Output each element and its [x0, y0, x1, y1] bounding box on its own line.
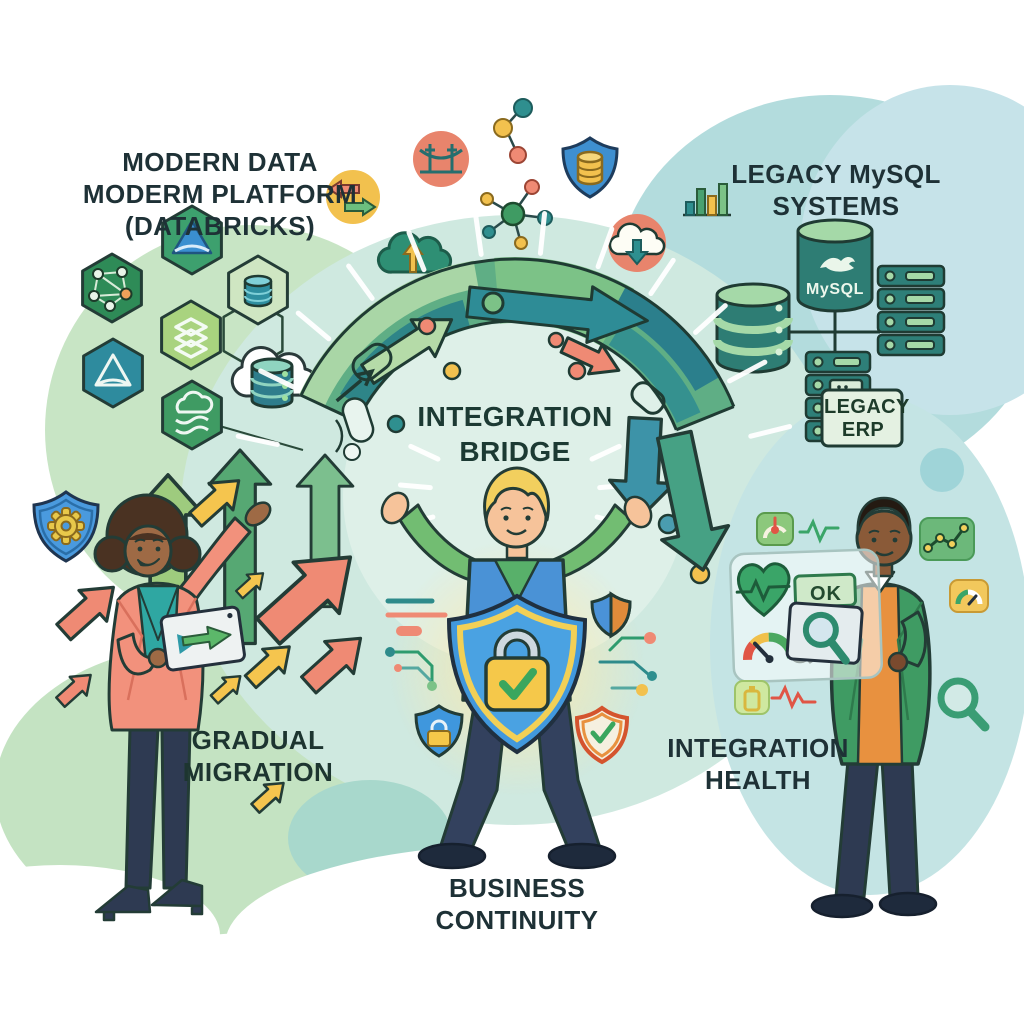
hand	[887, 651, 909, 673]
security-details	[385, 591, 657, 765]
line-chart-icon	[919, 517, 975, 561]
magnifier-tablet	[785, 601, 864, 665]
legacy-systems-label: LEGACY MySQL SYSTEMS	[731, 159, 941, 222]
health-icons	[734, 512, 990, 732]
gear-glyph	[47, 507, 85, 545]
mysql-dolphin-logo	[820, 256, 855, 272]
legacy-erp-label: LEGACY ERP	[824, 396, 910, 441]
hexagon-database-icon	[227, 254, 289, 326]
arch-big-arrow	[465, 285, 649, 344]
arch-salmon-arrow	[547, 331, 621, 376]
check-mark	[499, 668, 537, 700]
big-lock-shield	[446, 593, 588, 755]
pointing-hand	[244, 501, 272, 527]
modern-platform-line1: MODERN DATA	[122, 147, 318, 177]
integration-health-label: INTEGRATION HEALTH	[667, 733, 849, 796]
modern-platform-line3: (DATABRICKS)	[124, 211, 316, 242]
heart-pulse-icon	[735, 562, 791, 618]
share-nodes-icon	[493, 98, 533, 164]
legacy-systems-cluster	[713, 218, 946, 448]
migration-arrows	[55, 479, 363, 814]
legacy-erp-card	[820, 378, 904, 448]
center-figure	[380, 466, 653, 870]
arch-circuit-details	[334, 291, 711, 585]
hand	[380, 491, 410, 525]
split-shield-icon	[590, 591, 632, 639]
check-shield-icon	[574, 705, 630, 765]
hexagon-triangle-outline-icon	[82, 337, 144, 409]
mysql-label: MySQL	[805, 281, 865, 298]
down-arrows	[607, 415, 731, 572]
shoe	[878, 891, 938, 917]
ecg-line-green-icon	[798, 518, 840, 544]
tablet-arrow	[181, 625, 232, 650]
ok-badge-label: OK	[810, 583, 842, 605]
thermometer-icon	[756, 512, 794, 546]
hexagon-triangle-logo	[161, 204, 223, 276]
shoe	[417, 842, 487, 870]
padlock	[484, 628, 550, 712]
hair	[856, 496, 912, 536]
circuit-traces-left	[385, 598, 448, 691]
battery-icon	[734, 680, 770, 715]
shield-database-icon	[561, 136, 619, 199]
top-icons	[326, 98, 731, 274]
shoe	[810, 893, 874, 919]
ecg-line-red-icon	[770, 684, 817, 710]
tablet	[159, 605, 246, 672]
bridge-icon	[413, 131, 469, 187]
blonde-hair	[483, 466, 550, 522]
gear-shield-icon	[32, 490, 100, 563]
heel-shoe	[94, 884, 152, 922]
magnifier-icon	[802, 611, 839, 648]
heel-shoe	[150, 878, 204, 916]
hexagon-cloud-waves-icon	[161, 379, 223, 451]
circuit-traces-right	[598, 632, 657, 696]
bar-chart-icon	[683, 183, 731, 217]
lock-shield-icon	[414, 704, 464, 758]
magnifier-green-icon	[937, 677, 990, 732]
business-continuity-label: BUSINESS CONTINUITY	[435, 873, 599, 936]
exchange-arrows-icon	[326, 170, 380, 224]
databricks-hexagon-cluster	[81, 204, 318, 451]
hexagon-network-icon	[81, 252, 143, 324]
woman-figure	[93, 493, 272, 922]
shoe	[547, 842, 617, 870]
mysql-database-cylinder	[796, 218, 874, 313]
cloud-download-icon	[608, 214, 666, 272]
modern-platform-label: MODERN DATA MODERM PLATFORM (DATABRICKS)	[58, 146, 382, 243]
server-rack-right	[876, 264, 946, 357]
health-panel	[729, 548, 883, 684]
hexagon-stack-icon	[160, 299, 222, 371]
database-cylinder-small	[713, 282, 793, 374]
gauge-yellow-icon	[949, 579, 989, 613]
cloud-database-icon	[230, 345, 318, 409]
hand	[623, 495, 653, 529]
modern-platform-line2: MODERM PLATFORM	[82, 179, 358, 210]
integration-bridge-label: INTEGRATION BRIDGE	[417, 401, 613, 467]
gradual-migration-label: GRADUAL MIGRATION	[182, 725, 334, 788]
